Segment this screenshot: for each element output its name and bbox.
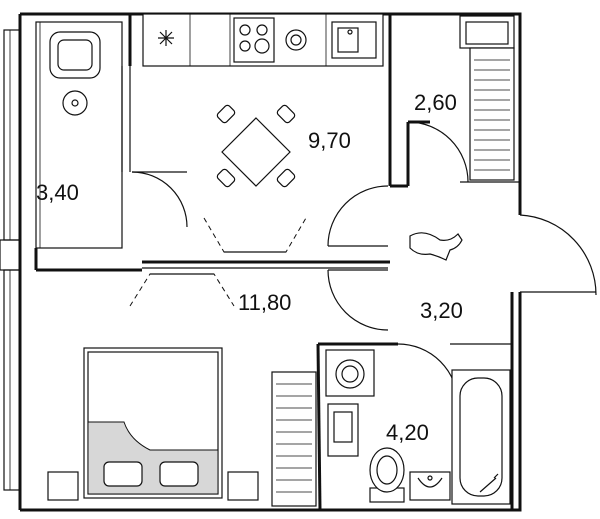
room-hall: 3,20 [327, 185, 597, 331]
washing-machine-icon [325, 349, 375, 397]
cabinet-icon [327, 403, 359, 457]
bed-icon [83, 347, 223, 499]
room-area-living: 11,80 [238, 290, 291, 315]
room-area-hall: 3,20 [420, 298, 463, 323]
dog-icon [409, 232, 463, 261]
sink-icon [409, 471, 451, 501]
room-balcony: 3,40 [35, 21, 188, 249]
room-area-bathroom: 4,20 [386, 420, 429, 445]
dining-table-icon [216, 104, 296, 188]
toilet-icon [369, 447, 405, 503]
side-table-icon [62, 90, 88, 116]
room-kitchen: 9,70 [128, 13, 392, 253]
armchair-icon [49, 31, 101, 79]
nightstand-icon [47, 471, 259, 501]
room-area-kitchen: 9,70 [308, 128, 351, 153]
room-area-balcony: 3,40 [36, 180, 79, 205]
room-bathroom: 4,20 [271, 292, 514, 511]
fridge-icon [158, 30, 174, 46]
room-living: 11,80 [34, 248, 390, 501]
bathtub-icon [451, 369, 511, 505]
wardrobe-icon [459, 15, 515, 181]
room-wardrobe: 2,60 [390, 15, 520, 188]
wardrobe-icon [271, 371, 317, 507]
dishwasher-icon [285, 29, 307, 51]
sink-icon [331, 21, 377, 59]
room-area-wardrobe: 2,60 [414, 90, 457, 115]
stove-icon [233, 17, 275, 63]
